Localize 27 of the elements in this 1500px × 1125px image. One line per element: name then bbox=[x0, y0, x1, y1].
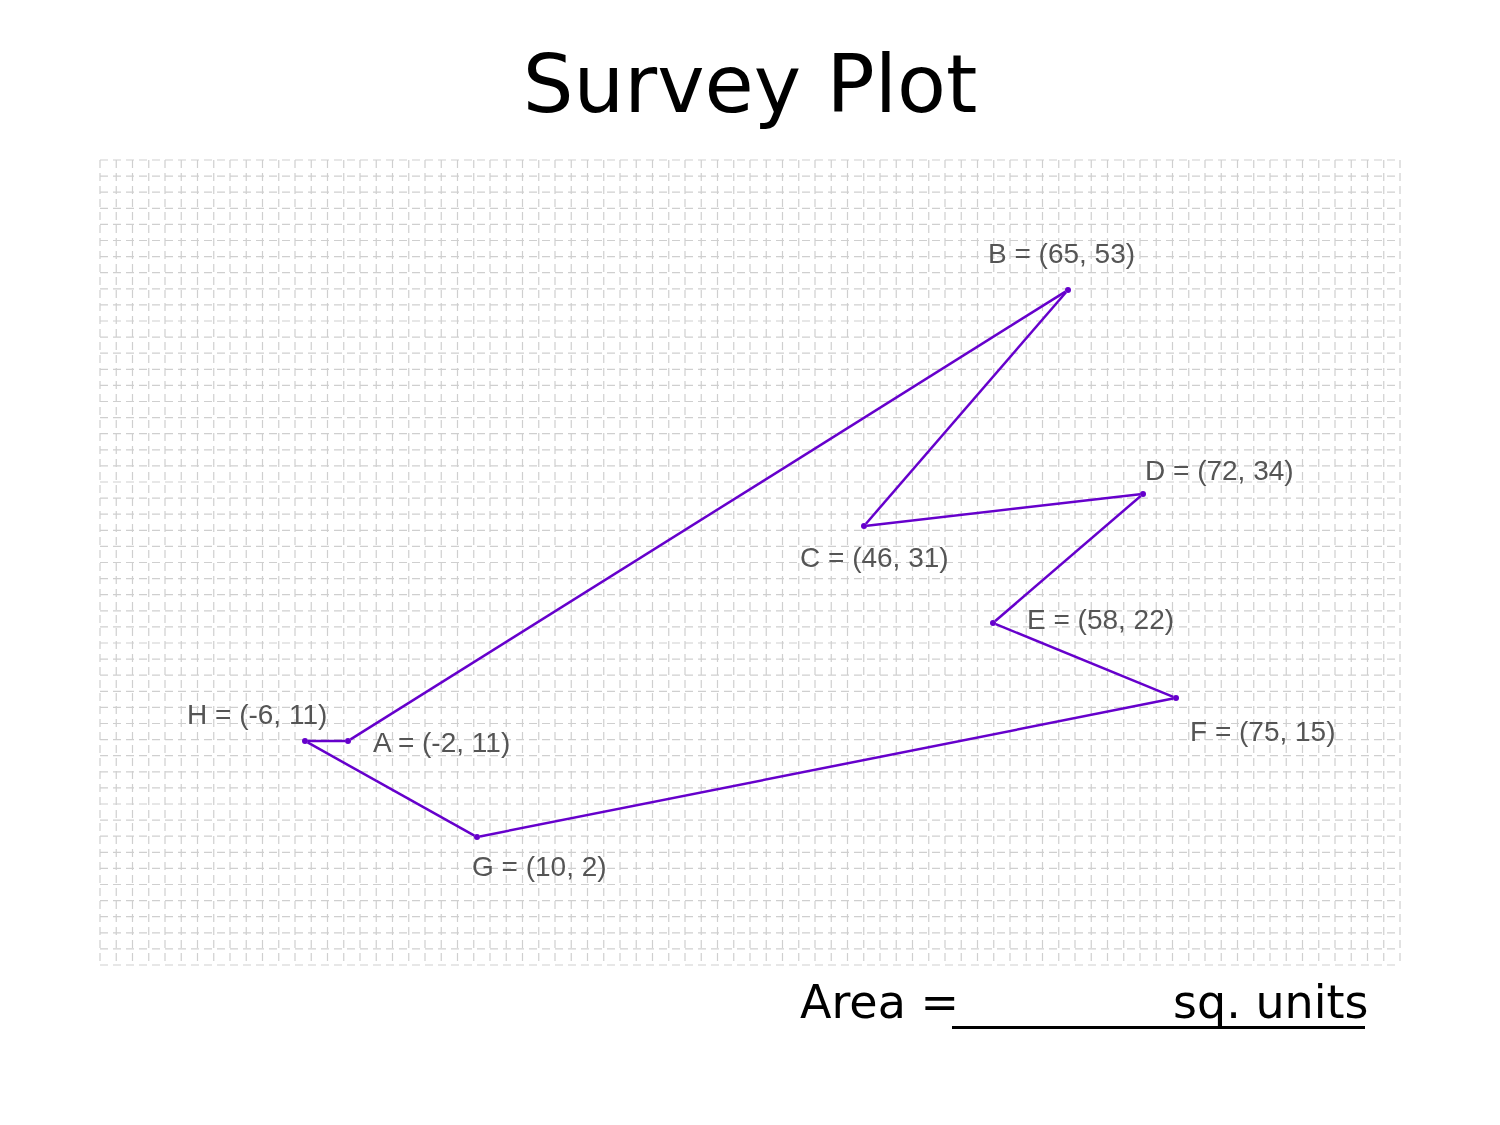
title: Survey Plot bbox=[521, 38, 979, 131]
vertex-point bbox=[474, 834, 480, 840]
area-label: sq. units bbox=[1173, 975, 1369, 1029]
vertex-label: A = (-2, 11) bbox=[373, 727, 511, 759]
vertex-point bbox=[990, 620, 996, 626]
polygon-side bbox=[349, 290, 1067, 741]
vertex-label: C = (46, 31) bbox=[800, 542, 949, 574]
polygon-side bbox=[865, 291, 1067, 525]
vertex-point bbox=[1140, 491, 1146, 497]
polygon-side bbox=[866, 493, 1141, 527]
vertex-label: G = (10, 2) bbox=[472, 851, 607, 883]
vertex-label: B = (65, 53) bbox=[988, 238, 1136, 270]
vertex-point bbox=[861, 523, 867, 529]
vertex-label: H = (-6, 11) bbox=[187, 699, 328, 731]
polygon-side bbox=[308, 739, 345, 743]
vertex-label: D = (72, 34) bbox=[1145, 455, 1294, 487]
vertex-label: E = (58, 22) bbox=[1027, 604, 1175, 636]
vertex-point bbox=[1065, 287, 1071, 293]
polygon-side bbox=[995, 623, 1174, 698]
polygon-side bbox=[479, 697, 1174, 838]
vertex-point bbox=[345, 738, 351, 744]
area-label: Area = bbox=[800, 975, 960, 1029]
vertex-point bbox=[1173, 695, 1179, 701]
polygon-side bbox=[994, 495, 1142, 622]
vertex-point bbox=[302, 738, 308, 744]
vertex-label: F = (75, 15) bbox=[1190, 716, 1336, 748]
polygon-side bbox=[307, 741, 475, 837]
